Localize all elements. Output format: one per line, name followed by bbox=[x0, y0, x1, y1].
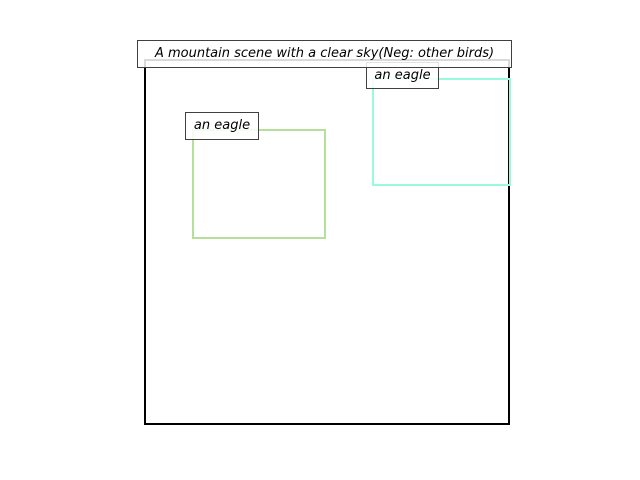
bounding-box-label-left: an eagle bbox=[185, 112, 259, 140]
scene-caption: A mountain scene with a clear sky(Neg: o… bbox=[137, 40, 512, 68]
bounding-box-eagle-left bbox=[192, 129, 326, 239]
bounding-box-eagle-right bbox=[372, 78, 511, 186]
